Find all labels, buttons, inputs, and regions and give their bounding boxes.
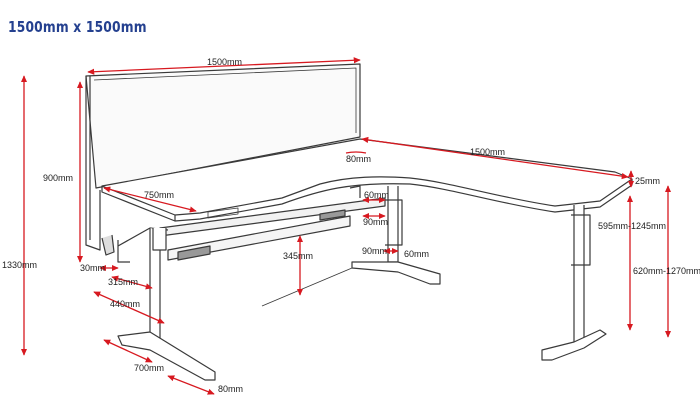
label-height-range-top: 595mm-1245mm [598, 221, 666, 231]
label-under-clearance: 345mm [283, 251, 313, 261]
label-return-width: 1500mm [470, 147, 505, 157]
label-depth-440: 440mm [110, 299, 140, 309]
label-depth-main: 750mm [144, 190, 174, 200]
desk-outline [85, 63, 633, 381]
label-foot-60: 60mm [404, 249, 429, 259]
dimension-labels: 1500mm 1500mm 1330mm 900mm 750mm 80mm 25… [2, 57, 700, 394]
privacy-screen [85, 63, 361, 256]
label-foot-90: 90mm [362, 246, 387, 256]
label-frame-60: 60mm [364, 190, 389, 200]
label-height-range-frame: 620mm-1270mm [633, 266, 700, 276]
page-title: 1500mm x 1500mm [8, 18, 147, 36]
label-corner-radius: 80mm [346, 154, 371, 164]
label-panel-30: 30mm [80, 263, 105, 273]
label-top-thickness: 25mm [635, 176, 660, 186]
dimension-lines [20, 57, 672, 395]
label-foot-width: 80mm [218, 384, 243, 394]
label-panel-315: 315mm [108, 277, 138, 287]
leg-center [349, 185, 441, 285]
label-screen-width: 1500mm [207, 57, 242, 67]
label-total-height: 1330mm [2, 260, 37, 270]
leg-right [541, 205, 607, 361]
label-foot-length: 700mm [134, 363, 164, 373]
label-frame-90: 90mm [363, 217, 388, 227]
label-screen-height: 900mm [43, 173, 73, 183]
